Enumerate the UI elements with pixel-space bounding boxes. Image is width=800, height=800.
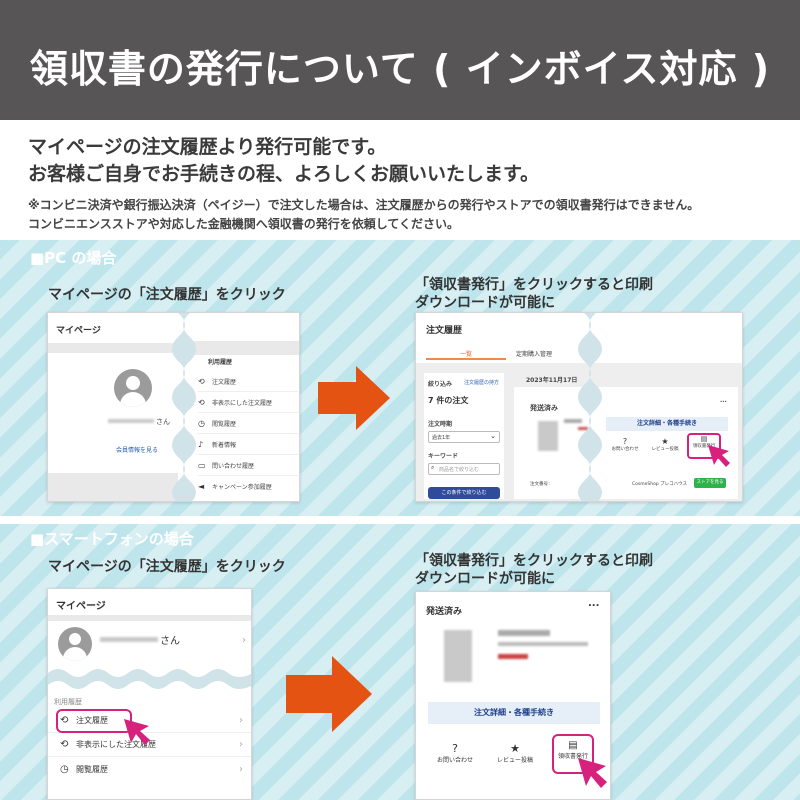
pc-mypage-title: マイページ	[56, 326, 101, 336]
clock-icon: ◷	[60, 763, 69, 775]
chevron-right-icon: ›	[239, 715, 243, 726]
megaphone-icon: ◄	[198, 482, 205, 491]
question-icon: ?	[622, 437, 628, 446]
pc-menu-heading: 利用履歴	[208, 359, 233, 366]
order-date: 2023年11月17日	[526, 377, 578, 384]
filter-label: 絞り込み	[428, 381, 453, 388]
intro-text: マイページの注文履歴より発行可能です。 お客様ご自身でお手続きの程、よろしくお願…	[28, 134, 539, 188]
hidden-history-icon: ⟲	[60, 739, 69, 750]
star-icon: ★	[510, 742, 520, 755]
pc-mypage-screenshot: マイページ さん 会員情報を見る 利用履歴 ⟲注文履歴 ⟲非表示にした注文履歴 …	[47, 312, 300, 502]
pc-menu-item-news[interactable]: ♪新着情報	[198, 434, 298, 455]
period-label: 注文時期	[428, 421, 453, 428]
note-line-1: ※コンビニ決済や銀行振込決済（ペイジー）で注文した場合は、注文履歴からの発行やス…	[28, 198, 700, 212]
clock-icon: ◷	[198, 418, 205, 428]
pc-member-link[interactable]: 会員情報を見る	[116, 447, 159, 454]
user-avatar-icon	[114, 369, 152, 407]
chevron-right-icon: ›	[239, 739, 243, 750]
intro-line-1: マイページの注文履歴より発行可能です。	[28, 136, 387, 158]
intro-line-2: お客様ご自身でお手続きの程、よろしくお願いいたします。	[28, 163, 540, 185]
pc-inquiry-action[interactable]: ? お問い合わせ	[611, 437, 639, 452]
pc-order-history-screenshot: 注文履歴 一覧 定期購入管理 絞り込み 注文履歴の持方 7 件の注文 注文時期 …	[415, 312, 743, 502]
sp-menu-list: ⟲ 注文履歴 › ⟲ 非表示にした注文履歴 › ◷ 閲覧履歴 ›	[48, 709, 251, 781]
sp-order-history-highlight	[56, 709, 132, 733]
store-chat-button[interactable]: ストアを見る	[694, 478, 726, 488]
filter-option[interactable]: 注文履歴の持方	[464, 380, 500, 386]
notes-text: ※コンビニ決済や銀行振込決済（ペイジー）で注文した場合は、注文履歴からの発行やス…	[28, 196, 699, 234]
keyword-input[interactable]: ⌕ 商品名で絞り込む	[428, 463, 500, 475]
chevron-right-icon[interactable]: ›	[242, 635, 246, 646]
pc-orders-title: 注文履歴	[426, 326, 463, 336]
pc-receipt-action[interactable]: ▤ 領収書発行	[687, 433, 721, 459]
star-icon: ★	[661, 437, 669, 446]
tab-subscription[interactable]: 定期購入管理	[516, 351, 553, 358]
history-icon: ⟲	[198, 376, 205, 386]
right-arrow-icon	[318, 366, 390, 430]
sp-step2-label-2: ダウンロードが可能に	[415, 571, 555, 587]
bell-icon: ♪	[198, 439, 204, 449]
pc-menu-item-order-history[interactable]: ⟲注文履歴	[198, 371, 298, 392]
pointer-arrow-icon	[708, 445, 730, 467]
pointer-arrow-icon	[124, 719, 150, 745]
question-icon: ?	[452, 742, 458, 755]
receipt-icon: ▤	[700, 435, 708, 443]
header-banner	[0, 0, 800, 120]
order-status: 発送済み	[530, 404, 558, 412]
period-select[interactable]: 過去1年 ⌄	[428, 431, 500, 443]
chat-icon: ▭	[198, 460, 206, 470]
more-menu-icon[interactable]: ...	[720, 397, 727, 404]
torn-edge-horizontal	[48, 669, 251, 689]
sp-receipt-action[interactable]: ▤ 領収書発行	[552, 734, 594, 774]
note-line-2: コンビニエンスストアや対応した金融機関へ領収書の発行を依頼してください。	[28, 217, 460, 231]
history-icon: ⟲	[60, 715, 69, 726]
sp-menu-heading: 利用履歴	[54, 698, 82, 706]
pointer-arrow-icon	[578, 758, 607, 788]
torn-edge	[172, 313, 196, 501]
sp-mypage-screenshot: マイページ さん › 利用履歴 ⟲ 注文履歴 › ⟲ 非表示にした注文履歴 › …	[47, 588, 252, 800]
sp-user-suffix: さん	[160, 636, 180, 647]
pc-menu-item-hidden-history[interactable]: ⟲非表示にした注文履歴	[198, 392, 298, 413]
pc-order-card: 発送済み ... 注文詳細・各種手続き ? お問い合わせ ★ レビュー投稿 ▤ …	[514, 387, 738, 499]
filter-submit-button[interactable]: この条件で絞り込む	[428, 487, 500, 499]
receipt-icon: ▤	[568, 740, 578, 751]
filter-panel: 絞り込み 注文履歴の持方 7 件の注文 注文時期 過去1年 ⌄ キーワード ⌕ …	[424, 373, 504, 499]
pc-user-suffix: さん	[156, 418, 170, 426]
sp-menu-item-order-history[interactable]: ⟲ 注文履歴 ›	[48, 709, 251, 733]
pc-review-action[interactable]: ★ レビュー投稿	[651, 437, 679, 452]
pc-step2-label-2: ダウンロードが可能に	[415, 295, 555, 311]
sp-mypage-title: マイページ	[56, 601, 106, 612]
pc-menu-item-campaign[interactable]: ◄キャンペーン参加履歴	[198, 482, 272, 491]
sp-review-action[interactable]: ★ レビュー投稿	[490, 742, 540, 764]
pc-menu-item-inquiry[interactable]: ▭問い合わせ履歴	[198, 455, 298, 476]
pc-section-label: ■PC の場合	[30, 249, 117, 267]
right-arrow-icon	[286, 656, 372, 732]
sp-order-status: 発送済み	[426, 607, 463, 617]
hidden-history-icon: ⟲	[198, 397, 205, 407]
sp-section-label: ■スマートフォンの場合	[30, 530, 194, 548]
pc-step2-label-1: 「領収書発行」をクリックすると印刷	[415, 277, 653, 293]
sp-menu-item-hidden-history[interactable]: ⟲ 非表示にした注文履歴 ›	[48, 733, 251, 757]
pc-step1-label: マイページの「注文履歴」をクリック	[48, 287, 286, 303]
sp-inquiry-action[interactable]: ? お問い合わせ	[430, 742, 480, 764]
more-menu-icon[interactable]: ...	[588, 598, 600, 609]
pc-menu-item-browse-history[interactable]: ◷閲覧履歴	[198, 413, 298, 434]
torn-edge-2	[578, 313, 602, 501]
pc-menu-list: ⟲注文履歴 ⟲非表示にした注文履歴 ◷閲覧履歴 ♪新着情報 ▭問い合わせ履歴 ◄…	[198, 371, 298, 497]
pc-order-details-button[interactable]: 注文詳細・各種手続き	[606, 417, 728, 431]
chevron-down-icon: ⌄	[490, 432, 496, 440]
sp-step1-label: マイページの「注文履歴」をクリック	[48, 559, 286, 575]
store-name[interactable]: CosmeShop プレコハウス	[632, 482, 688, 487]
sp-order-screenshot: 発送済み ... 注文詳細・各種手続き ? お問い合わせ ★ レビュー投稿 ▤ …	[415, 591, 611, 800]
order-number-label: 注文番号：	[530, 482, 553, 487]
search-icon: ⌕	[431, 464, 435, 471]
user-avatar-icon	[58, 627, 92, 661]
order-count: 7 件の注文	[428, 396, 469, 405]
chevron-right-icon: ›	[239, 763, 243, 775]
page-title: 領収書の発行について ( インボイス対応 )	[29, 47, 771, 91]
tab-list[interactable]: 一覧	[459, 351, 472, 358]
sp-menu-item-browse-history[interactable]: ◷ 閲覧履歴 ›	[60, 763, 243, 775]
sp-step2-label-1: 「領収書発行」をクリックすると印刷	[415, 553, 653, 569]
keyword-label: キーワード	[428, 453, 459, 460]
sp-order-details-button[interactable]: 注文詳細・各種手続き	[428, 702, 600, 724]
